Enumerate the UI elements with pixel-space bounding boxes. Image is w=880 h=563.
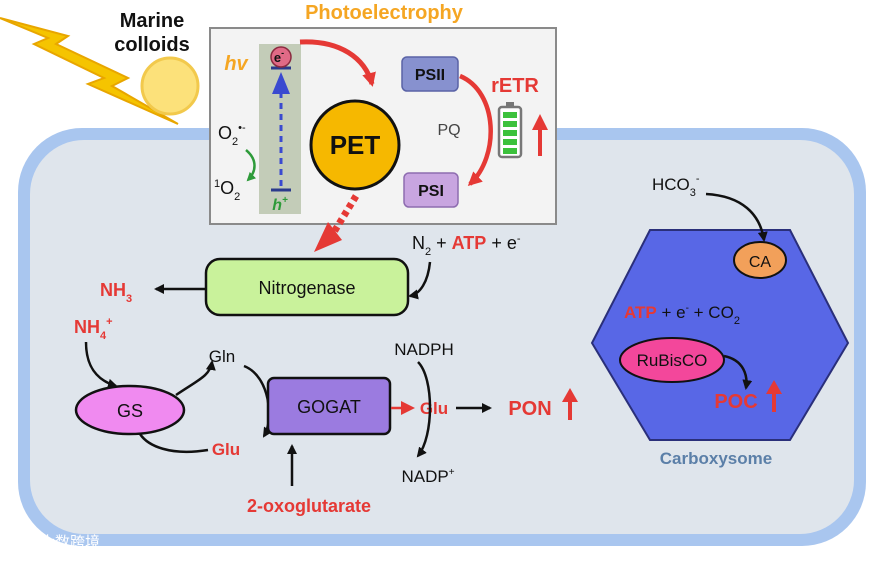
watermark: 大数跨境 <box>9 533 100 551</box>
hv-label: hv <box>224 53 249 75</box>
pet-to-nitrogenase-arrow <box>331 194 359 234</box>
nh4-to-gs-arrow <box>84 341 118 389</box>
photoelectrophy-title: Photoelectrophy <box>305 2 464 24</box>
nh3-label: NH3 <box>100 280 132 305</box>
psi-label: PSI <box>418 183 444 200</box>
nitrogenase-node <box>204 257 410 317</box>
pet-node <box>309 99 401 191</box>
hco3-to-ca-arrow <box>705 192 768 242</box>
gln-label: Gln <box>209 347 235 366</box>
ca-node <box>733 241 787 279</box>
pq-label: PQ <box>437 122 460 139</box>
ca-label: CA <box>749 254 772 271</box>
rubisco-label: RuBisCO <box>637 351 708 370</box>
sun-icon <box>140 56 200 116</box>
psii-node <box>401 56 459 92</box>
oxoglutarate-label: 2-oxoglutarate <box>247 496 371 516</box>
rubisco-to-poc-arrow <box>723 354 753 390</box>
psi-node <box>403 172 459 208</box>
hole-label: h+ <box>272 195 288 214</box>
nitrogenase-label: Nitrogenase <box>258 278 355 298</box>
battery-icon <box>497 102 523 159</box>
glu-right-label: Glu <box>420 399 448 418</box>
electron-transport-arrow <box>459 73 493 187</box>
psii-label: PSII <box>415 67 445 84</box>
nadph-label: NADPH <box>394 340 454 359</box>
gogat-label: GOGAT <box>297 397 361 417</box>
carboxysome-label: Carboxysome <box>660 449 772 468</box>
retr-label: rETR <box>491 75 539 97</box>
poc-increase-icon <box>766 380 782 412</box>
nadph-to-nadp-arrow <box>416 361 432 458</box>
pon-label: PON <box>508 398 551 420</box>
rubisco-node <box>619 337 725 383</box>
nadp-label: NADP+ <box>401 467 454 486</box>
electron-label: e- <box>274 48 284 65</box>
retr-increase-icon <box>532 114 548 156</box>
carboxysome-substrates: ATP + e- + CO2 <box>624 303 740 327</box>
pon-increase-icon <box>562 388 578 420</box>
carboxysome-hexagon <box>590 229 850 441</box>
substrate-to-nitrogenase-arrow <box>408 261 432 300</box>
electron-icon <box>270 46 292 68</box>
watermark-text: 大数跨境 <box>40 533 100 551</box>
lightning-icon <box>0 17 179 125</box>
pet-label: PET <box>330 130 381 160</box>
gogat-node <box>266 376 392 436</box>
nitrogenase-substrates: N2 + ATP + e- <box>412 233 521 258</box>
gs-to-gln-arrow <box>175 360 216 397</box>
sun-label-line1: Marine <box>120 10 184 32</box>
pet-to-nitrogenase-arrowhead <box>314 222 342 252</box>
superoxide-label: O2•- <box>218 122 246 148</box>
hco3-label: HCO3- <box>652 173 700 199</box>
glu-to-gs-line <box>138 433 209 454</box>
nh4-label: NH4+ <box>74 316 113 342</box>
poc-label: POC <box>714 391 757 413</box>
excitation-arrowhead <box>272 72 290 94</box>
ros-conversion-arrow <box>245 149 257 182</box>
glu-left-label: Glu <box>212 440 240 459</box>
electron-transfer-arrow <box>299 39 376 87</box>
gs-node <box>74 384 186 436</box>
singlet-oxygen-label: 1O2 <box>214 178 240 203</box>
sun-label-line2: colloids <box>114 34 190 56</box>
gs-label: GS <box>117 401 143 421</box>
